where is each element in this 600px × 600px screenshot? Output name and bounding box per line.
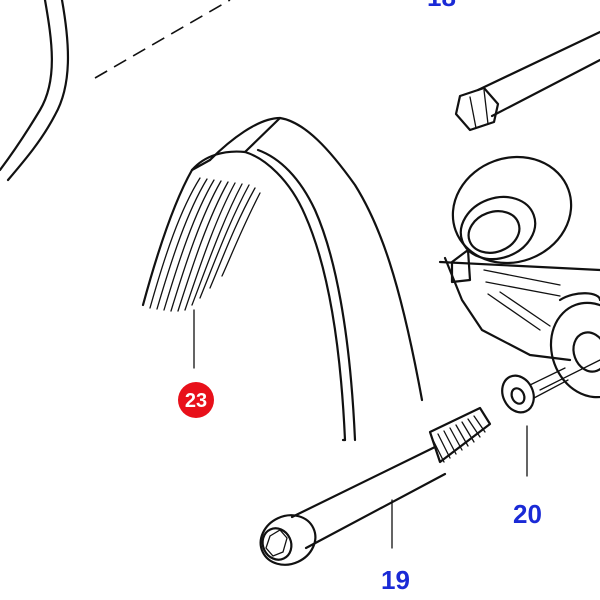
housing-outline	[0, 0, 231, 182]
washer-20	[501, 367, 569, 414]
highlight-badge[interactable]	[178, 382, 214, 418]
bolt-18	[454, 30, 600, 132]
callout-label-washer[interactable]: 20	[513, 499, 542, 529]
drive-belt	[141, 116, 424, 442]
callout-label-bolt[interactable]: 19	[381, 565, 410, 595]
bolt-19	[259, 406, 492, 566]
bolt-thread	[431, 415, 486, 463]
belt-ribs	[149, 177, 261, 312]
tensioner-assembly	[438, 155, 600, 399]
callout-label-top[interactable]: 18	[427, 0, 456, 12]
callout-label-belt[interactable]: 23	[185, 390, 207, 412]
